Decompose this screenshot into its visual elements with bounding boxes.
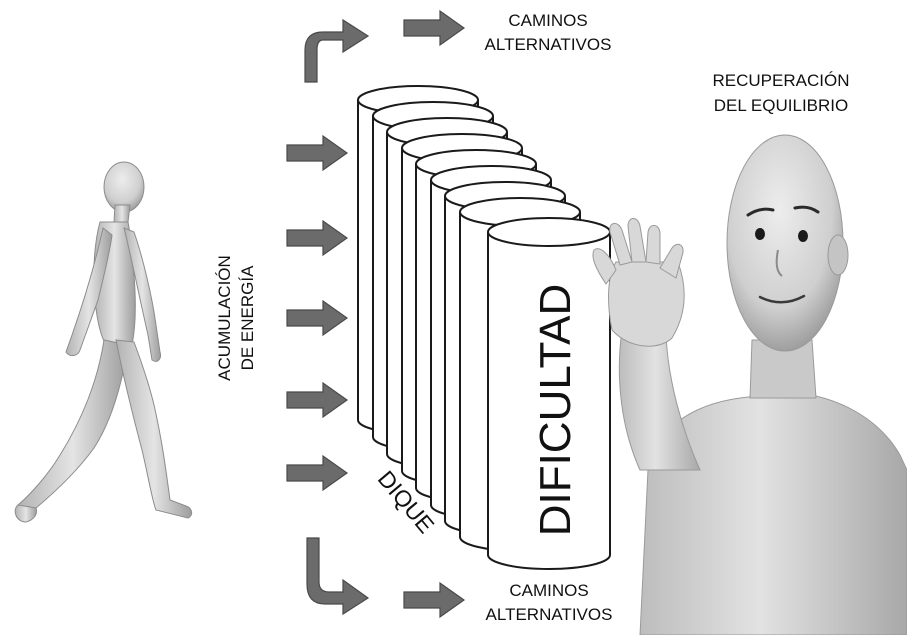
recovery-label: RECUPERACIÓN DEL EQUILIBRIO [713,71,850,115]
right-arrow-icon [286,300,348,336]
energy-accumulation-label: ACUMULACIÓN DE ENERGÍA [215,255,257,381]
energy-line1: ACUMULACIÓN [215,255,234,381]
difficulty-label: DIFICULTAD [531,284,580,537]
bottom-alt-line2: ALTERNATIVOS [486,605,613,624]
bent-up-arrow-icon [304,18,370,83]
top-alt-line1: CAMINOS [508,11,587,30]
bent-down-arrow-icon [306,537,370,616]
bottom-alternative-paths-label: CAMINOS ALTERNATIVOS [486,581,613,624]
top-alternative-paths-label: CAMINOS ALTERNATIVOS [485,11,612,54]
energy-line2: DE ENERGÍA [238,265,257,371]
cylinder-front [487,217,611,570]
top-alt-line2: ALTERNATIVOS [485,35,612,54]
recovery-line2: DEL EQUILIBRIO [714,96,848,115]
walking-person-figure [14,161,193,523]
waving-person-figure [592,134,907,635]
recovery-line1: RECUPERACIÓN [713,71,850,90]
right-arrow-icon [403,10,465,46]
right-arrow-icon [286,220,348,256]
right-arrow-icon [286,135,348,171]
bottom-alt-line1: CAMINOS [509,581,588,600]
right-arrow-icon [286,455,348,491]
energy-arrows [286,135,348,491]
dike-cylinders [357,85,611,570]
right-arrow-icon [286,382,348,418]
right-arrow-icon [403,582,465,618]
